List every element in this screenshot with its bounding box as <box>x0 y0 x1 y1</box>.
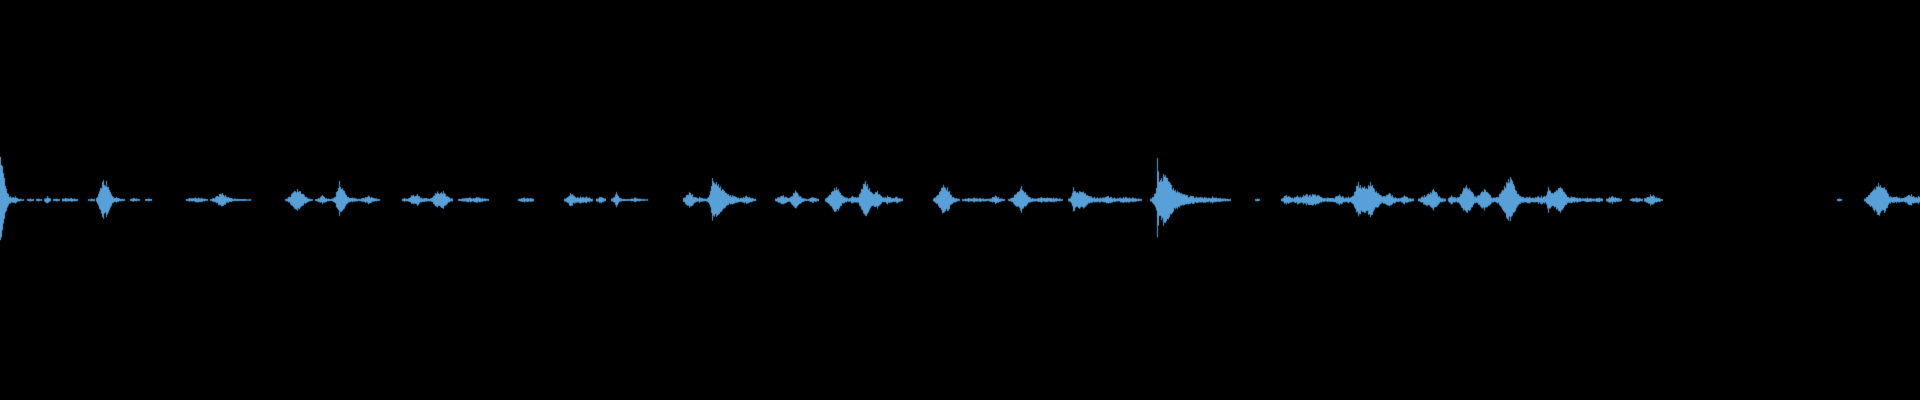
waveform-canvas[interactable] <box>0 0 1920 400</box>
screen: { "waveform": { "background_color": "#00… <box>0 0 1920 400</box>
audio-waveform-panel <box>0 0 1920 400</box>
